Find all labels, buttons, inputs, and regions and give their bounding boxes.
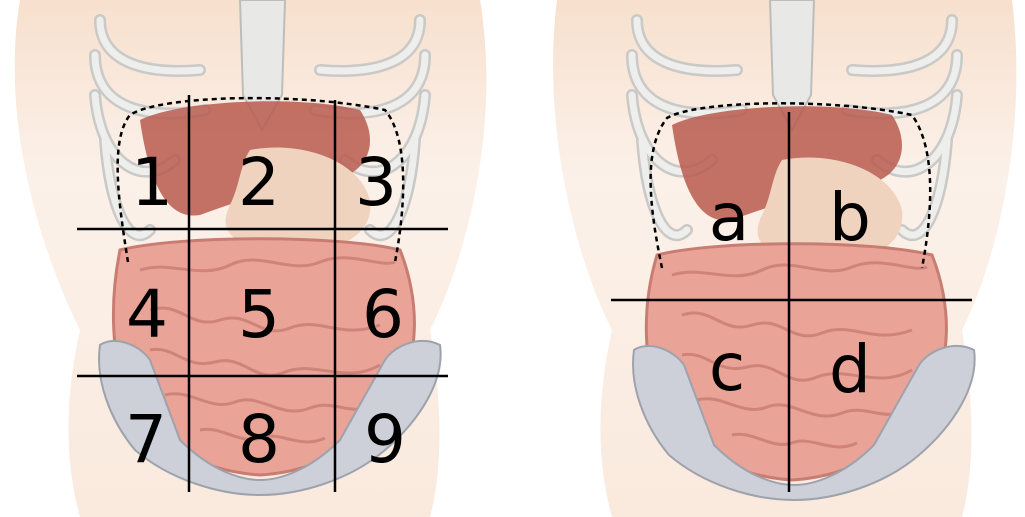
four-quadrant-diagram: a b c d [512, 0, 1025, 517]
quadrant-label-c: c [709, 329, 745, 406]
quadrant-label-d: d [829, 331, 871, 408]
region-label-3: 3 [355, 144, 397, 221]
quadrant-label-a: a [709, 179, 749, 256]
region-label-4: 4 [126, 276, 168, 353]
region-label-6: 6 [362, 276, 404, 353]
region-label-5: 5 [238, 276, 280, 353]
four-quadrant-figure: a b c d [512, 0, 1025, 517]
nine-region-figure: 1 2 3 4 5 6 7 8 9 [0, 0, 512, 517]
region-label-2: 2 [238, 144, 280, 221]
region-label-7: 7 [125, 401, 167, 478]
region-label-8: 8 [238, 401, 280, 478]
nine-region-diagram: 1 2 3 4 5 6 7 8 9 [0, 0, 512, 517]
quadrant-label-b: b [829, 179, 871, 256]
region-label-9: 9 [364, 401, 406, 478]
region-label-1: 1 [131, 144, 173, 221]
